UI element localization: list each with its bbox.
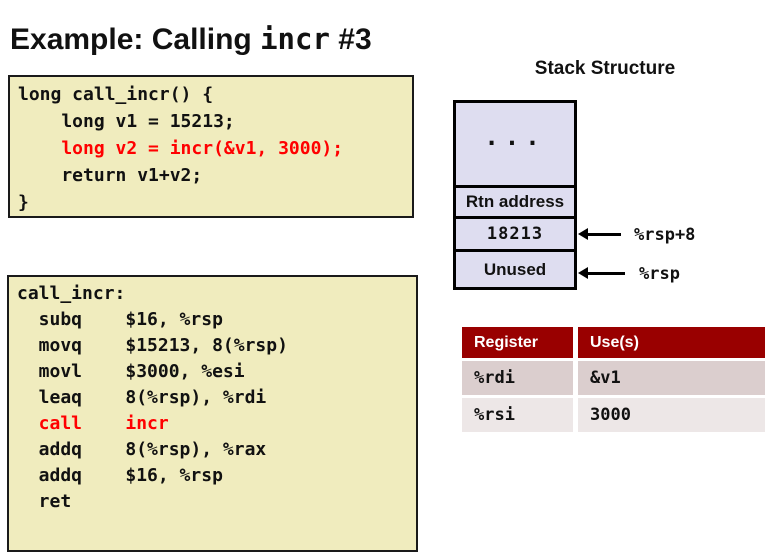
- slide-title-code: incr: [260, 22, 330, 57]
- register-table-header-uses: Use(s): [578, 327, 765, 358]
- row-divider: [462, 358, 573, 361]
- stack-cell-unused: Unused: [456, 249, 574, 287]
- column-divider: [573, 361, 578, 395]
- c-code-line-3-highlight: long v2 = incr(&v1, 3000);: [18, 138, 344, 159]
- register-table: Register Use(s) %rdi &v1 %rsi 3000: [462, 327, 765, 432]
- arrow-shaft: [587, 233, 621, 236]
- register-table-row-rsi-register: %rsi: [462, 398, 573, 432]
- stack-cell-rtn-address: Rtn address: [456, 185, 574, 216]
- asm-line-leaq: leaq 8(%rsp), %rdi: [17, 387, 267, 408]
- register-table-row-rdi-register: %rdi: [462, 361, 573, 395]
- slide-title-suffix: #3: [329, 23, 372, 57]
- c-code-line-4: return v1+v2;: [18, 165, 203, 186]
- stack-diagram: ... Rtn address 18213 Unused: [453, 100, 577, 290]
- register-table-header-register: Register: [462, 327, 573, 358]
- pointer-rsp: %rsp: [578, 264, 766, 284]
- asm-line-movl: movl $3000, %esi: [17, 361, 245, 382]
- column-divider: [573, 398, 578, 432]
- pointer-rsp-plus-8: %rsp+8: [578, 225, 766, 245]
- slide-title-prefix: Example: Calling: [10, 23, 261, 57]
- stack-cell-value-18213: 18213: [456, 216, 574, 249]
- asm-line-subq: subq $16, %rsp: [17, 309, 223, 330]
- row-divider: [573, 395, 578, 398]
- asm-line-label: call_incr:: [17, 283, 126, 304]
- row-divider: [462, 395, 573, 398]
- c-code-block: long call_incr() { long v1 = 15213; long…: [8, 75, 414, 218]
- arrow-shaft: [587, 272, 625, 275]
- arrow-left-icon: [578, 228, 588, 240]
- register-table-row-rsi-use: 3000: [578, 398, 765, 432]
- stack-cell-ellipsis: ...: [456, 103, 574, 185]
- pointer-rsp-plus-8-label: %rsp+8: [634, 225, 696, 245]
- row-divider: [578, 358, 765, 361]
- row-divider: [573, 358, 578, 361]
- c-code-line-5: }: [18, 192, 29, 213]
- row-divider: [578, 395, 765, 398]
- pointer-rsp-label: %rsp: [639, 264, 680, 284]
- column-divider: [573, 327, 578, 358]
- c-code-line-1: long call_incr() {: [18, 84, 214, 105]
- asm-line-ret: ret: [17, 491, 72, 512]
- asm-code-block: call_incr: subq $16, %rsp movq $15213, 8…: [7, 275, 418, 552]
- slide-title: Example: Calling incr #3: [10, 22, 372, 57]
- stack-cell-ellipsis-label: ...: [484, 123, 546, 151]
- arrow-left-icon: [578, 267, 588, 279]
- asm-line-call-highlight: call incr: [17, 413, 169, 434]
- asm-line-addq-1: addq 8(%rsp), %rax: [17, 439, 267, 460]
- register-table-row-rdi-use: &v1: [578, 361, 765, 395]
- c-code-line-2: long v1 = 15213;: [18, 111, 235, 132]
- asm-line-addq-2: addq $16, %rsp: [17, 465, 223, 486]
- asm-line-movq: movq $15213, 8(%rsp): [17, 335, 288, 356]
- stack-structure-heading: Stack Structure: [534, 58, 676, 79]
